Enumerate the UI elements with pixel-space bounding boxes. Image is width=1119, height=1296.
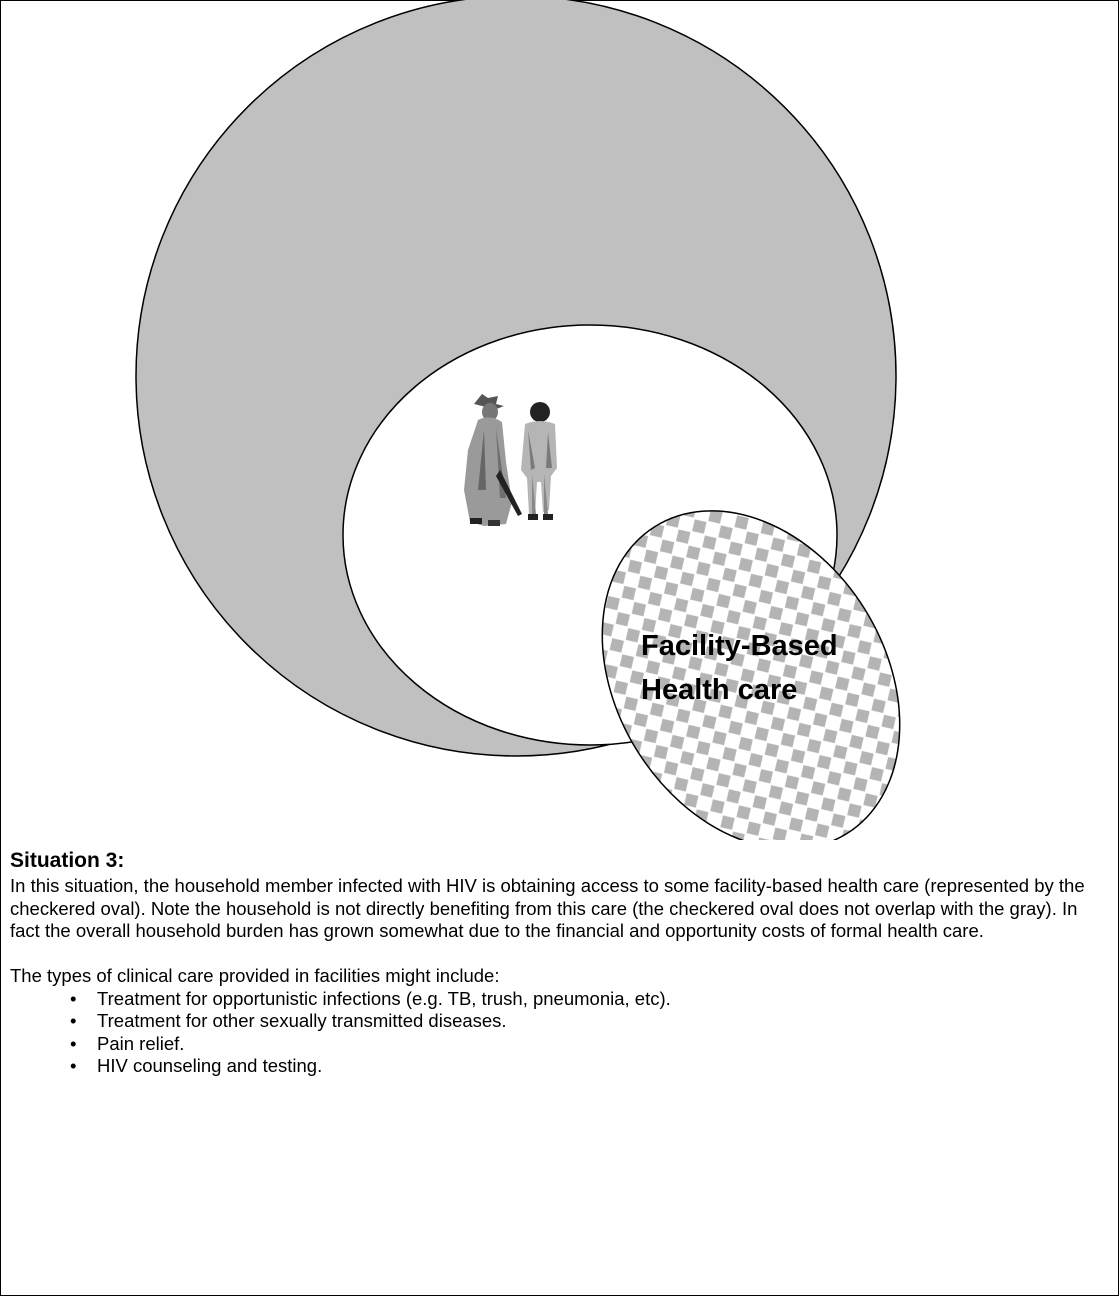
people-walking-icon <box>464 394 557 526</box>
list-item: • Treatment for other sexually transmitte… <box>10 1010 1110 1033</box>
list-item: • HIV counseling and testing. <box>10 1055 1110 1078</box>
list-item: • Pain relief. <box>10 1033 1110 1056</box>
list-item-text: Treatment for other sexually transmitted… <box>97 1010 507 1031</box>
household-burden-diagram: Facility-Based Health care <box>135 0 901 840</box>
facility-care-oval <box>601 510 901 840</box>
oval-label-line1: Facility-Based <box>641 630 838 662</box>
bullet-icon: • <box>70 987 77 1009</box>
man-figure-icon <box>521 402 557 520</box>
list-item-text: Pain relief. <box>97 1032 185 1054</box>
situation-title: Situation 3: <box>10 849 125 872</box>
bullet-icon: • <box>70 1010 77 1031</box>
paragraph-spacer <box>10 943 1110 966</box>
list-intro: The types of clinical care provided in f… <box>10 965 500 986</box>
list-item: • Treatment for opportunistic infections … <box>10 988 1110 1011</box>
oval-label-line2: Health care <box>641 674 797 706</box>
woman-figure-icon <box>464 394 522 526</box>
situation-paragraph: In this situation, the household member … <box>10 875 1085 941</box>
bullet-icon: • <box>70 1032 77 1054</box>
care-types-list: • Treatment for opportunistic infections … <box>10 988 1110 1078</box>
situation-text: In this situation, the household member … <box>10 875 1110 1078</box>
list-item-text: Treatment for opportunistic infections (… <box>97 987 671 1009</box>
bullet-icon: • <box>70 1055 77 1076</box>
list-item-text: HIV counseling and testing. <box>97 1055 323 1076</box>
